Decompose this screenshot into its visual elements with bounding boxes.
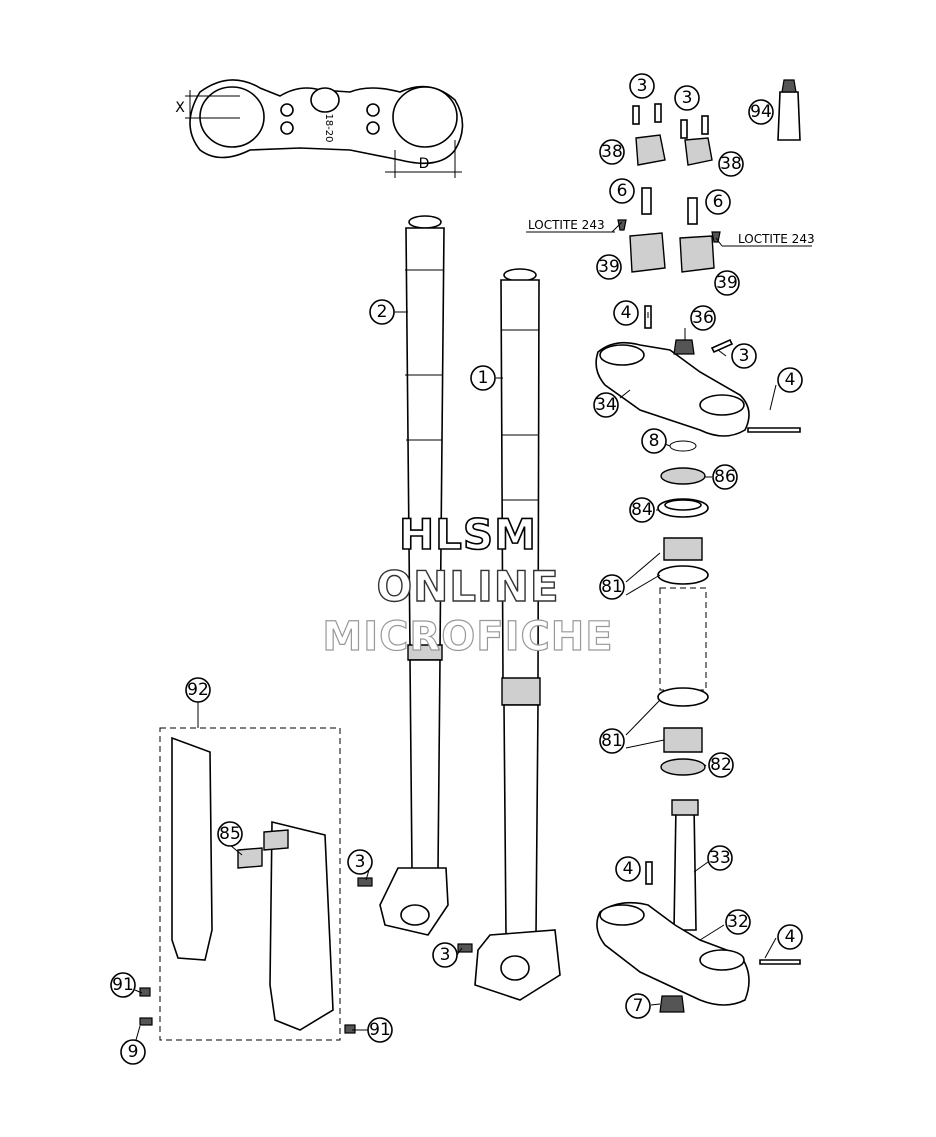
callout-1: 1 <box>470 365 496 391</box>
callout-4-lower-left: 4 <box>615 856 641 882</box>
callout-39-left: 39 <box>596 254 622 280</box>
fork-leg-1 <box>474 268 561 1001</box>
callout-34: 34 <box>593 392 619 418</box>
callout-38-right-label: 38 <box>720 154 742 174</box>
callout-38-left: 38 <box>599 139 625 165</box>
callout-39-left-label: 39 <box>598 257 620 277</box>
callout-81-lower-label: 81 <box>601 731 623 751</box>
callout-84: 84 <box>629 497 655 523</box>
callout-3-top-right: 3 <box>674 85 700 111</box>
callout-2: 2 <box>369 299 395 325</box>
callout-91-right-label: 91 <box>369 1020 391 1040</box>
callout-39-right: 39 <box>714 270 740 296</box>
handlebar-clamps <box>617 79 801 273</box>
callout-8: 8 <box>641 428 667 454</box>
bolt-3-left <box>357 877 373 887</box>
callout-33: 33 <box>707 845 733 871</box>
callout-82: 82 <box>708 752 734 778</box>
lower-triple-clamp <box>596 799 801 1013</box>
bolt-9 <box>139 1017 153 1026</box>
callout-91-left: 91 <box>110 972 136 998</box>
callout-38-left-label: 38 <box>601 142 623 162</box>
callout-81-upper-label: 81 <box>601 577 623 597</box>
bolt-91-left <box>139 987 151 997</box>
upper-triple-clamp <box>595 305 801 437</box>
callout-4-upper-right-label: 4 <box>785 370 796 390</box>
callout-6-right: 6 <box>705 189 731 215</box>
callout-6-right-label: 6 <box>713 192 724 212</box>
callout-38-right: 38 <box>718 151 744 177</box>
callout-86-label: 86 <box>714 467 736 487</box>
callout-91-right: 91 <box>367 1017 393 1043</box>
callout-4-lower-left-label: 4 <box>623 859 634 879</box>
callout-81-upper: 81 <box>599 574 625 600</box>
callout-33-label: 33 <box>709 848 731 868</box>
callout-3-top-left-label: 3 <box>637 76 648 96</box>
loctite-label-left: LOCTITE 243 <box>528 218 605 232</box>
steering-bearing-stack <box>657 440 709 776</box>
callout-4-upper-right: 4 <box>777 367 803 393</box>
callout-4-upper-left-label: 4 <box>621 303 632 323</box>
fork-guards <box>159 727 341 1041</box>
callout-2-label: 2 <box>377 302 388 322</box>
callout-9-label: 9 <box>128 1042 139 1062</box>
leader-lines <box>134 311 777 1041</box>
watermark-line-2: ONLINE <box>376 561 560 611</box>
callout-91-left-label: 91 <box>112 975 134 995</box>
callout-36: 36 <box>690 305 716 331</box>
loctite-label-right: LOCTITE 243 <box>738 232 815 246</box>
watermark-line-1: HLSM <box>398 509 537 560</box>
callout-84-label: 84 <box>631 500 653 520</box>
callout-32-label: 32 <box>727 912 749 932</box>
callout-3-top-left: 3 <box>629 73 655 99</box>
callout-86: 86 <box>712 464 738 490</box>
top-clamp-detail: 18-20 X D <box>175 79 464 178</box>
callout-3-right-leg: 3 <box>432 942 458 968</box>
callout-6-left-label: 6 <box>617 181 628 201</box>
callout-7-label: 7 <box>633 996 644 1016</box>
callout-8-label: 8 <box>649 431 660 451</box>
callout-3-upper-clamp-label: 3 <box>739 346 750 366</box>
watermark-line-3: MICROFICHE <box>322 613 614 660</box>
callout-94-label: 94 <box>750 102 772 122</box>
callout-39-right-label: 39 <box>716 273 738 293</box>
callout-94: 94 <box>748 99 774 125</box>
callout-3-upper-clamp: 3 <box>731 343 757 369</box>
callout-32: 32 <box>725 909 751 935</box>
callout-6-left: 6 <box>609 178 635 204</box>
callout-34-label: 34 <box>595 395 617 415</box>
callout-3-right-leg-label: 3 <box>440 945 451 965</box>
callout-92: 92 <box>185 677 211 703</box>
callout-85-label: 85 <box>219 824 241 844</box>
callout-1-label: 1 <box>478 368 489 388</box>
callout-3-top-right-label: 3 <box>682 88 693 108</box>
fork-leg-2 <box>379 215 449 936</box>
callout-4-lower-right-label: 4 <box>785 927 796 947</box>
callout-3-left-leg-label: 3 <box>355 852 366 872</box>
bolt-91-right <box>344 1024 356 1034</box>
callout-4-upper-left: 4 <box>613 300 639 326</box>
dimension-d-label: D <box>419 156 430 172</box>
callout-82-label: 82 <box>710 755 732 775</box>
dimension-x-label: X <box>175 100 185 116</box>
callout-92-label: 92 <box>187 680 209 700</box>
bolt-3-right <box>457 943 473 953</box>
callout-85: 85 <box>217 821 243 847</box>
callout-3-left-leg: 3 <box>347 849 373 875</box>
callout-9: 9 <box>120 1039 146 1065</box>
callout-7: 7 <box>625 993 651 1019</box>
callout-4-lower-right: 4 <box>777 924 803 950</box>
top-clamp-marking: 18-20 <box>323 113 334 142</box>
callout-81-lower: 81 <box>599 728 625 754</box>
callout-36-label: 36 <box>692 308 714 328</box>
